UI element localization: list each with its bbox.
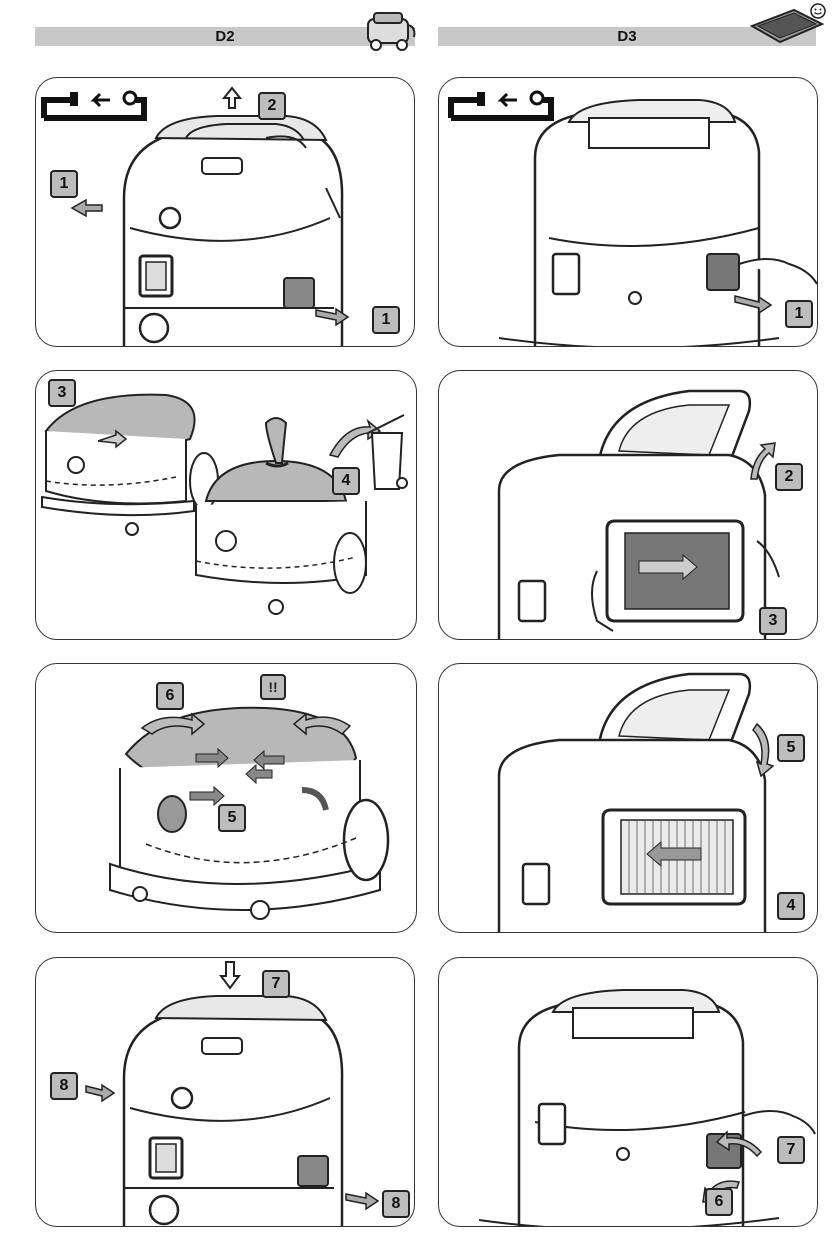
panel-d2-step-remove-bag: 3 4 — [35, 370, 417, 640]
unplug-power-icon — [448, 90, 554, 121]
step-badge-3: 3 — [759, 607, 787, 635]
step-badge-8: 8 — [382, 1190, 410, 1218]
step-badge-5: 5 — [218, 804, 246, 832]
panel-d3-step-insert-filter: 5 4 — [438, 663, 818, 933]
step-badge-5: 5 — [777, 734, 805, 762]
step-badge-3: 3 — [48, 379, 76, 407]
panel-d2-step-remove-head: 2 1 1 — [35, 77, 415, 347]
step-badge-2: 2 — [775, 463, 803, 491]
step-badge-6: 6 — [705, 1188, 733, 1216]
step-badge-6: 6 — [156, 682, 184, 710]
section-header-d3: D3 — [438, 27, 816, 46]
illustration-vacuum-head-refit — [85, 961, 380, 1226]
panel-d2-step-insert-bag: 6 !! 5 — [35, 663, 417, 933]
illustration-bag-disposal — [41, 393, 408, 615]
warning-badge: !! — [260, 674, 286, 700]
panel-d3-step-close-latch: 7 6 — [438, 957, 818, 1227]
step-badge-1: 1 — [785, 300, 813, 328]
direction-arrow-icon — [221, 86, 243, 109]
panel-d3-step-remove-filter: 2 3 — [438, 370, 818, 640]
step-badge-4: 4 — [777, 892, 805, 920]
illustration-filter-latch-close — [478, 989, 816, 1226]
unplug-power-icon — [41, 90, 147, 121]
step-badge-4: 4 — [332, 467, 360, 495]
panel-d2-step-refit-head: 7 8 8 — [35, 957, 415, 1227]
filter-cartridge-smiley-icon — [749, 3, 826, 44]
direction-arrow-icon — [219, 961, 241, 990]
section-label-d2: D2 — [215, 28, 235, 45]
section-label-d3: D3 — [617, 28, 637, 45]
step-badge-7: 7 — [262, 970, 290, 998]
step-badge-8: 8 — [50, 1072, 78, 1100]
step-badge-1: 1 — [50, 170, 78, 198]
panel-d3-step-release-latch: 1 — [438, 77, 818, 347]
step-badge-7: 7 — [777, 1136, 805, 1164]
illustration-filter-removal — [497, 389, 780, 639]
section-header-d2: D2 — [35, 27, 415, 46]
illustration-vacuum-head — [41, 86, 350, 346]
step-badge-1: 1 — [372, 306, 400, 334]
illustration-filter-insertion — [497, 672, 775, 932]
trash-bin-icon — [367, 414, 408, 490]
vacuum-cleaner-icon — [367, 12, 416, 51]
illustration-filter-latch — [448, 90, 817, 346]
step-badge-2: 2 — [258, 92, 286, 120]
illustration-bag-insertion — [109, 706, 390, 920]
